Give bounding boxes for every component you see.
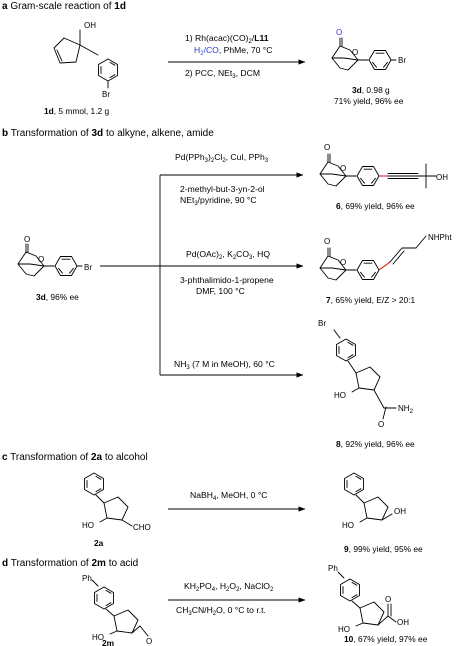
compound-6-structure [319, 153, 437, 189]
svg-text:NH2: NH2 [398, 404, 414, 415]
compound-3d-structure [331, 37, 397, 71]
svg-text:Br: Br [398, 56, 406, 65]
svg-text:CH3CN/H2O, 0 °C to r.t.: CH3CN/H2O, 0 °C to r.t. [176, 605, 266, 617]
svg-text:O: O [378, 420, 384, 429]
section-d-title: d Transformation of 2m to acid [2, 558, 138, 569]
svg-text:O: O [340, 164, 346, 173]
compound-7-structure [319, 235, 427, 281]
svg-text:HO: HO [338, 625, 350, 634]
compound-2a-label: 2a [94, 538, 104, 548]
svg-text:HO: HO [92, 633, 104, 642]
compound-2a-structure [84, 472, 133, 527]
svg-text:NEt3/pyridine, 90 °C: NEt3/pyridine, 90 °C [180, 195, 257, 207]
compound-3d-yield: 71% yield, 96% ee [334, 96, 404, 106]
section-b-title: b Transformation of 3d to alkyne, alkene… [2, 128, 214, 139]
svg-text:Br: Br [84, 263, 92, 272]
compound-10-structure: Ph [328, 564, 397, 627]
svg-text:HO: HO [334, 391, 346, 400]
svg-text:1) Rh(acac)(CO)2/L11: 1) Rh(acac)(CO)2/L11 [185, 33, 269, 45]
compound-6-label: 6, 69% yield, 96% ee [336, 201, 415, 211]
svg-text:O: O [146, 637, 152, 646]
compound-9-label: 9, 99% yield, 95% ee [344, 544, 423, 554]
svg-text:Pd(OAc)2, K2CO3, HQ: Pd(OAc)2, K2CO3, HQ [186, 249, 270, 261]
svg-text:CHO: CHO [133, 523, 151, 532]
compound-7-label: 7, 65% yield, E/Z > 20:1 [326, 295, 416, 305]
svg-text:O: O [24, 235, 30, 244]
svg-text:Br: Br [102, 90, 110, 99]
reaction-a-conditions: 1) Rh(acac)(CO)2/L11 H2/CO, PhMe, 70 °C … [185, 33, 272, 80]
svg-text:Ph: Ph [328, 564, 338, 573]
compound-3d-sm-label: 3d, 96% ee [36, 292, 79, 302]
svg-text:DMF, 100 °C: DMF, 100 °C [196, 286, 245, 296]
svg-text:O: O [38, 255, 44, 264]
svg-text:H2/CO, PhMe, 70 °C: H2/CO, PhMe, 70 °C [194, 45, 272, 57]
reaction-b-branch1-conditions: Pd(PPh3)2Cl2, CuI, PPh3 2-methyl-but-3-y… [175, 152, 269, 207]
svg-text:O: O [324, 143, 330, 152]
compound-8-label: 8, 92% yield, 96% ee [336, 439, 415, 449]
section-c-title: c Transformation of 2a to alcohol [2, 452, 148, 463]
svg-text:OH: OH [397, 618, 409, 627]
svg-text:O: O [340, 258, 346, 267]
compound-9-structure [344, 472, 393, 523]
svg-text:O: O [352, 48, 358, 57]
reaction-c-conditions: NaBH4, MeOH, 0 °C [190, 490, 267, 502]
svg-text:O: O [336, 28, 342, 37]
svg-text:2-methyl-but-3-yn-2-ol: 2-methyl-but-3-yn-2-ol [180, 184, 265, 194]
svg-text:3-phthalimido-1-propene: 3-phthalimido-1-propene [180, 275, 274, 285]
svg-text:HO: HO [342, 521, 354, 530]
section-a-title: a Gram-scale reaction of 1d [2, 1, 126, 12]
svg-text:HO: HO [82, 521, 94, 530]
compound-1d-structure: OH Br [53, 21, 118, 99]
compound-3d-label: 3d, 0.98 g [352, 85, 390, 95]
svg-text:KH2PO4, H2O2, NaClO2: KH2PO4, H2O2, NaClO2 [184, 581, 274, 593]
svg-text:2) PCC, NEt3, DCM: 2) PCC, NEt3, DCM [185, 68, 260, 80]
compound-8-structure: Br [318, 319, 397, 420]
reaction-b-branch2-conditions: Pd(OAc)2, K2CO3, HQ 3-phthalimido-1-prop… [180, 249, 274, 296]
compound-2m-structure: Ph [82, 574, 149, 637]
svg-text:Br: Br [318, 319, 326, 328]
svg-text:NHPht: NHPht [428, 233, 452, 242]
svg-text:Ph: Ph [82, 574, 92, 583]
compound-3d-sm-structure [17, 243, 83, 277]
svg-text:OH: OH [394, 507, 406, 516]
svg-text:OH: OH [84, 21, 96, 30]
svg-text:O: O [385, 595, 391, 604]
reaction-d-conditions: KH2PO4, H2O2, NaClO2 CH3CN/H2O, 0 °C to … [176, 581, 274, 617]
reaction-b-arrows [100, 172, 304, 378]
compound-10-label: 10, 67% yield, 97% ee [344, 634, 428, 644]
svg-text:O: O [324, 237, 330, 246]
svg-text:OH: OH [436, 173, 448, 182]
compound-1d-label: 1d, 5 mmol, 1.2 g [44, 106, 110, 116]
reaction-b-branch3-conditions: NH3 (7 M in MeOH), 60 °C [174, 359, 275, 371]
svg-text:NH3 (7 M in MeOH), 60 °C: NH3 (7 M in MeOH), 60 °C [174, 359, 275, 371]
svg-text:Pd(PPh3)2Cl2, CuI, PPh3: Pd(PPh3)2Cl2, CuI, PPh3 [175, 152, 269, 164]
compound-2m-label: 2m [102, 638, 114, 646]
